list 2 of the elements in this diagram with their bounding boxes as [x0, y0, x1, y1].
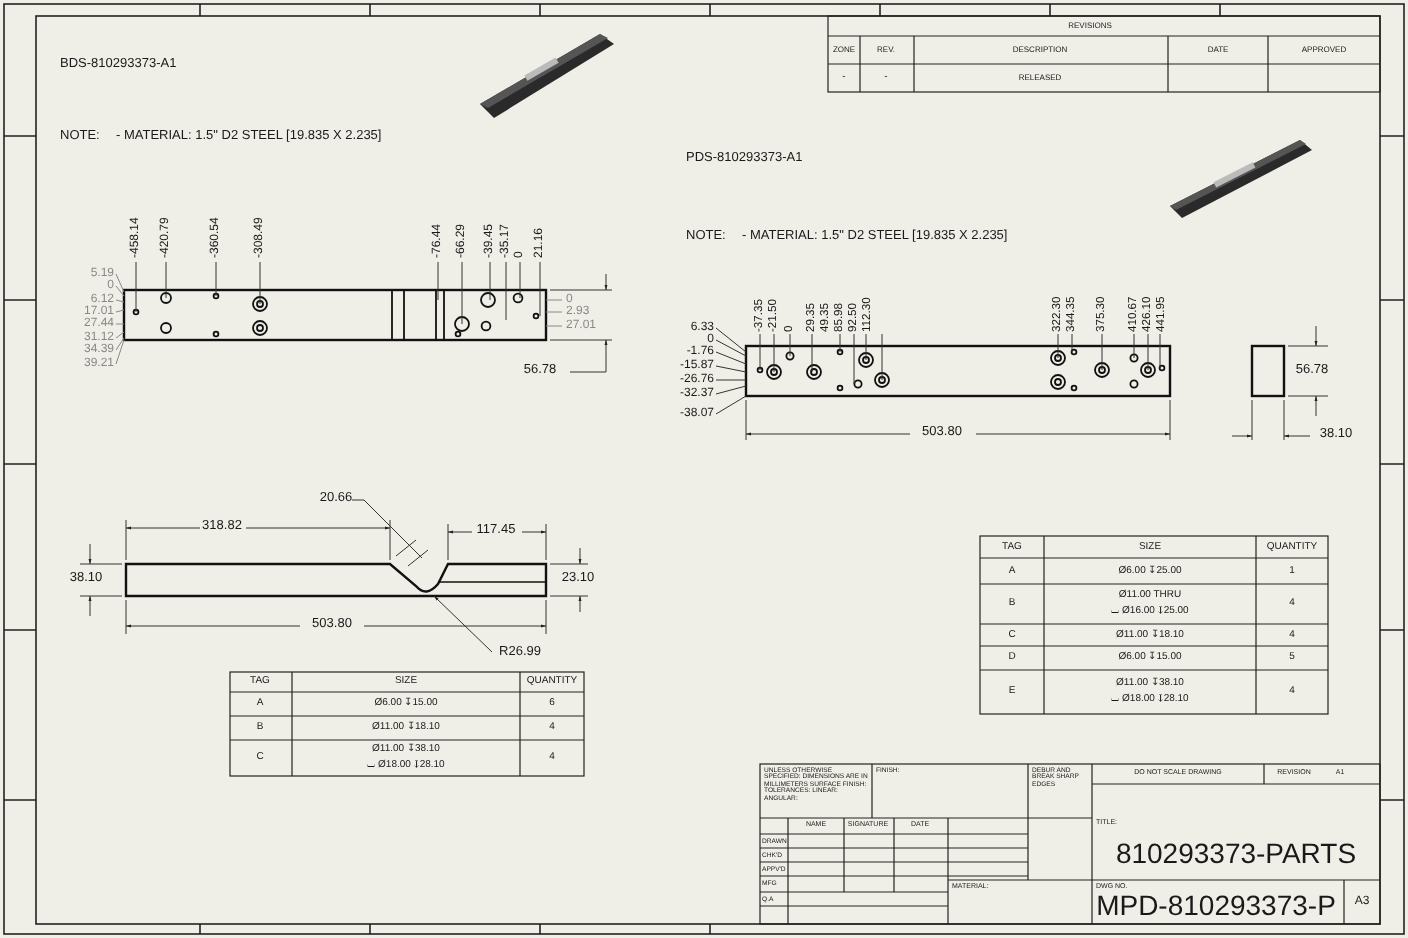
drawing-title: 810293373-PARTS [1115, 839, 1357, 869]
drawing-number: MPD-810293373-P [1096, 891, 1336, 921]
